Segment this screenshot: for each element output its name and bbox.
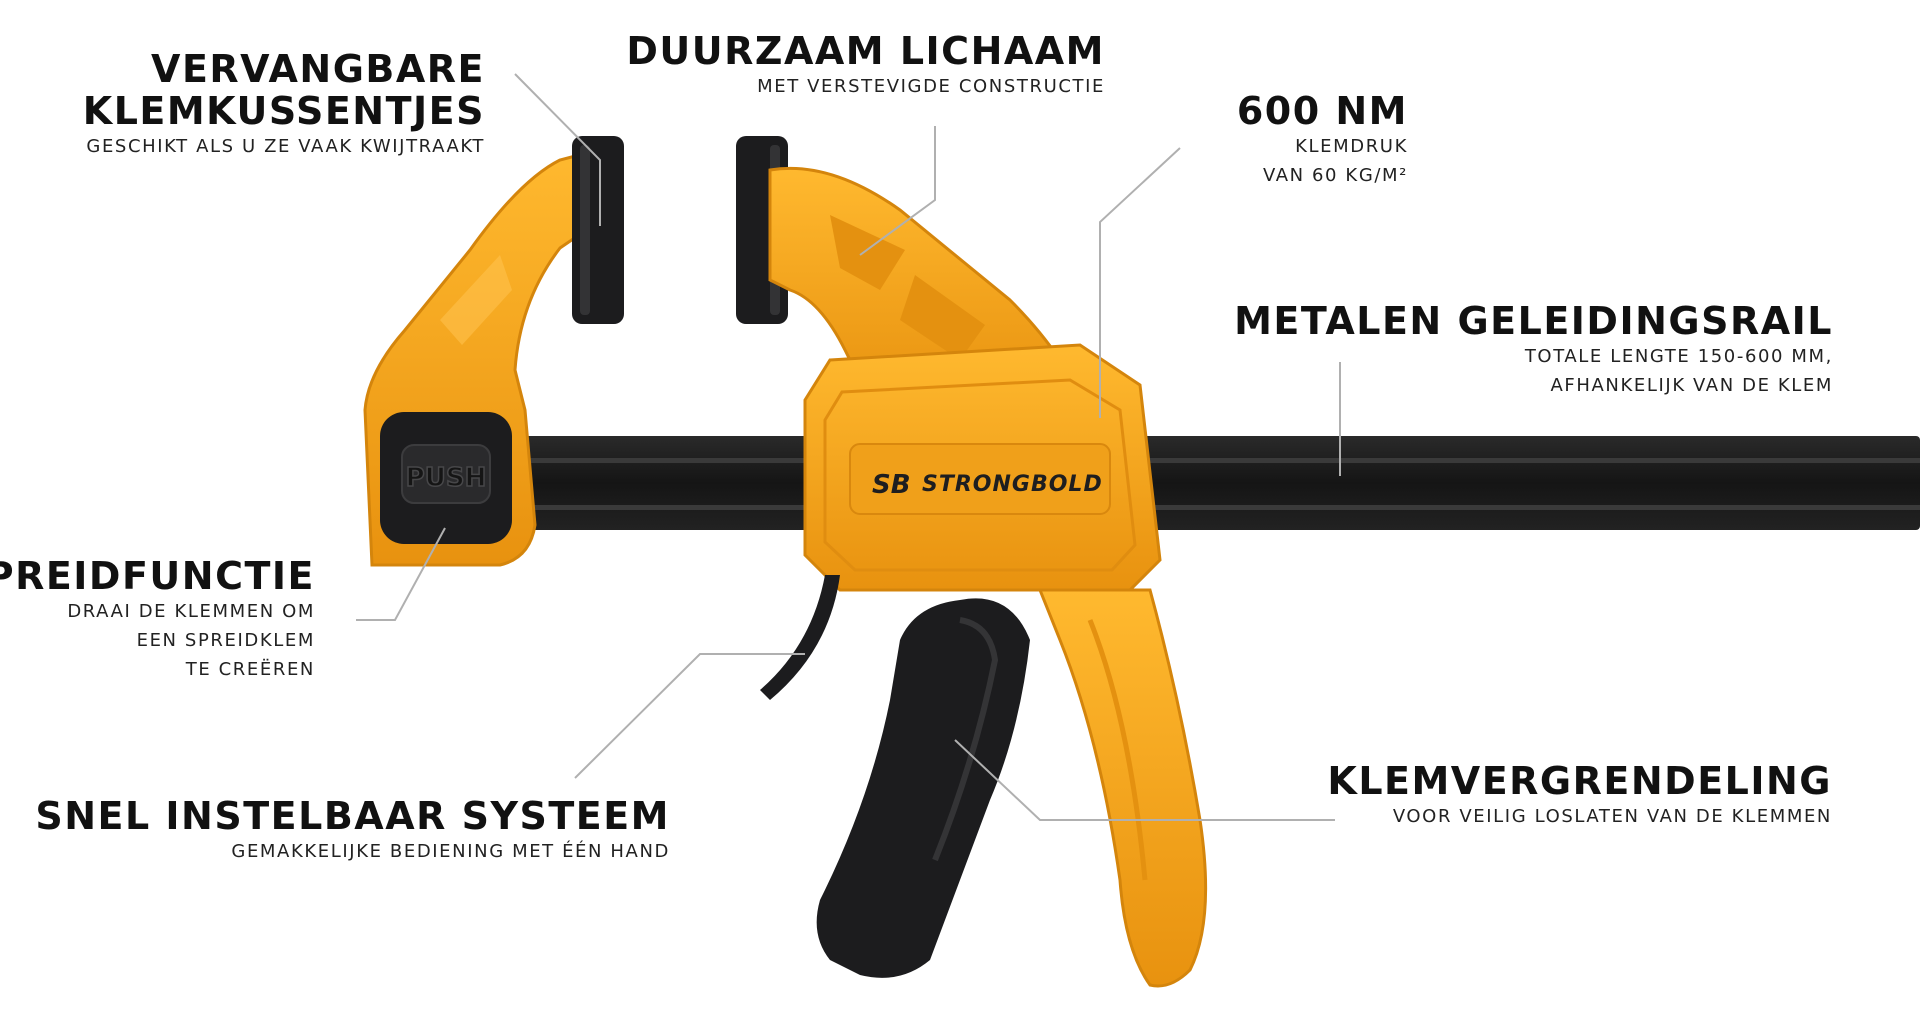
trigger-grip [816, 598, 1030, 978]
feature-subtitle: GEMAKKELIJKE BEDIENING MET ÉÉN HAND [231, 841, 670, 862]
fixed-jaw: PUSH [363, 148, 600, 567]
release-lever [760, 575, 840, 700]
feature-clamping-force: 600 NM KLEMDRUK VAN 60 KG/M² [1237, 90, 1408, 190]
feature-subtitle: MET VERSTEVIGDE CONSTRUCTIE [757, 76, 1105, 97]
feature-title: KLEMVERGRENDELING [1327, 759, 1832, 803]
feature-subtitle: TOTALE LENGTE 150-600 MM, AFHANKELIJK VA… [1524, 346, 1833, 396]
callout-line-spread [356, 527, 446, 621]
feature-clamp-lock: KLEMVERGRENDELING VOOR VEILIG LOSLATEN V… [1327, 760, 1832, 831]
guide-rail [500, 436, 1920, 530]
feature-title: SPREIDFUNCTIE [0, 554, 315, 598]
main-body-housing: SB STRONGBOLD [803, 343, 1162, 592]
movable-jaw-arm [768, 166, 1063, 402]
feature-durable-body: DUURZAAM LICHAAM MET VERSTEVIGDE CONSTRU… [626, 30, 1105, 101]
callout-line-force [1099, 147, 1181, 418]
callout-line-lock [954, 739, 1335, 821]
feature-metal-rail: METALEN GELEIDINGSRAIL TOTALE LENGTE 150… [1234, 300, 1833, 400]
feature-spread-function: SPREIDFUNCTIE DRAAI DE KLEMMEN OM EEN SP… [0, 555, 315, 684]
callout-line-pads [514, 73, 601, 226]
feature-subtitle: GESCHIKT ALS U ZE VAAK KWIJTRAAKT [86, 136, 485, 157]
callout-line-quick [574, 653, 805, 779]
callout-line-body [859, 126, 936, 256]
feature-title: 600 NM [1236, 89, 1408, 133]
left-clamp-pad [572, 136, 624, 324]
feature-subtitle: VOOR VEILIG LOSLATEN VAN DE KLEMMEN [1392, 806, 1832, 827]
feature-subtitle: KLEMDRUK VAN 60 KG/M² [1262, 136, 1408, 186]
fixed-handle [1037, 588, 1208, 988]
callout-lines [356, 73, 1341, 821]
feature-title: SNEL INSTELBAAR SYSTEEM [35, 794, 670, 838]
feature-title: DUURZAAM LICHAAM [626, 29, 1105, 73]
feature-title: VERVANGBARE KLEMKUSSENTJES [82, 47, 485, 133]
feature-quick-adjust: SNEL INSTELBAAR SYSTEEM GEMAKKELIJKE BED… [35, 795, 670, 866]
feature-replaceable-pads: VERVANGBARE KLEMKUSSENTJES GESCHIKT ALS … [83, 48, 485, 161]
brand-monogram: SB [872, 470, 911, 500]
push-button-label: PUSH [406, 463, 487, 493]
feature-subtitle: DRAAI DE KLEMMEN OM EEN SPREIDKLEM TE CR… [67, 601, 315, 680]
brand-logo-text: STRONGBOLD [922, 472, 1103, 497]
feature-title: METALEN GELEIDINGSRAIL [1234, 299, 1833, 343]
